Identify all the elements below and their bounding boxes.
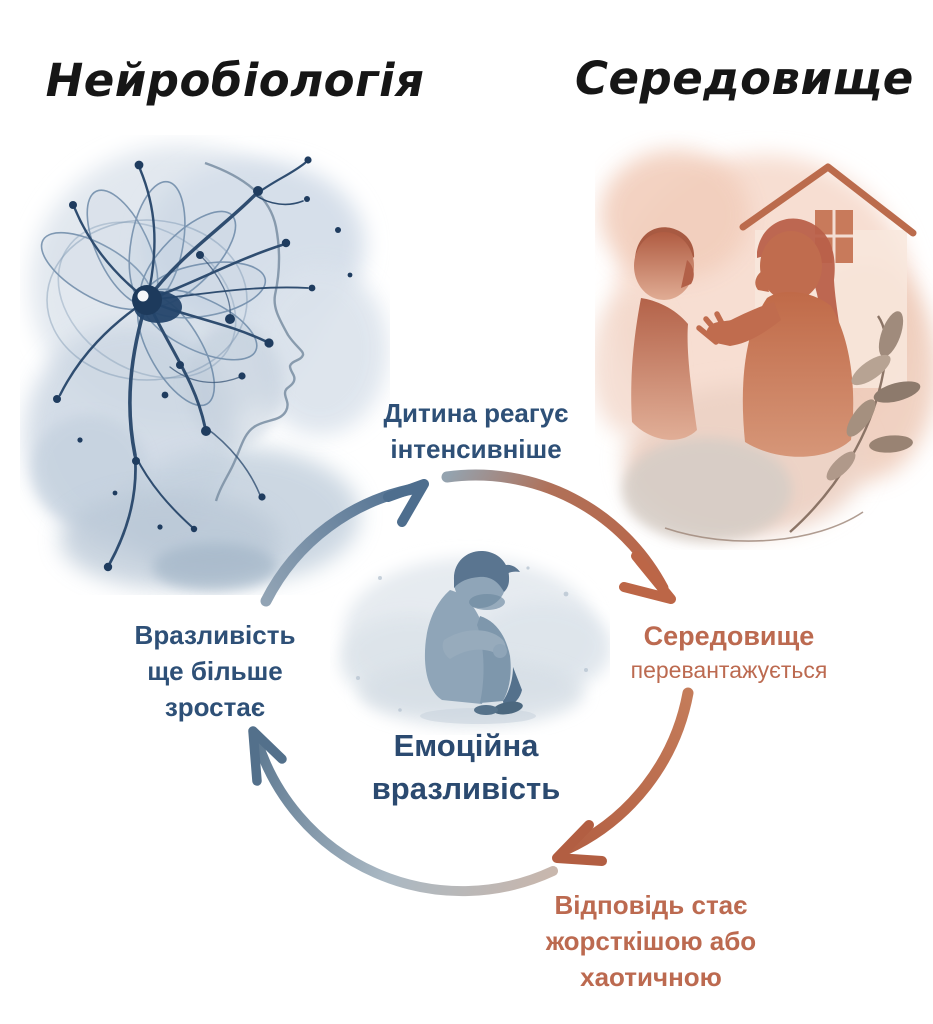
label-line: жорсткішою або bbox=[545, 925, 757, 956]
label-line: інтенсивніше bbox=[390, 433, 562, 464]
label-line: ще більше bbox=[147, 655, 283, 686]
title-neurobiology: Нейробіологія bbox=[45, 54, 425, 107]
neural-nucleus bbox=[132, 285, 182, 323]
label-environment-overloaded: Середовище перевантажується bbox=[608, 618, 850, 687]
label-response-harsher: Відповідь стає жорсткішою або хаотичною bbox=[518, 888, 784, 996]
speckles bbox=[356, 566, 588, 712]
child-figure bbox=[420, 550, 536, 724]
cycle-arrow-bottom-right bbox=[552, 687, 694, 866]
label-emotional-vulnerability: Емоційна вразливість bbox=[342, 724, 590, 811]
child-illustration bbox=[340, 550, 610, 726]
cycle-arrow-top-left bbox=[260, 479, 429, 607]
label-line: Дитина реагує bbox=[383, 398, 569, 428]
neural-nodes bbox=[53, 156, 353, 572]
label-line: вразливість bbox=[371, 771, 561, 807]
cycle-arrow-top-right bbox=[441, 469, 676, 604]
leaf-branch bbox=[664, 311, 921, 542]
label-line: зростає bbox=[164, 691, 266, 722]
person-left-silhouette bbox=[631, 227, 697, 440]
label-child-reacts: Дитина реагує інтенсивніше bbox=[345, 396, 607, 468]
label-line: перевантажується bbox=[630, 657, 828, 684]
label-line: хаотичною bbox=[580, 961, 722, 992]
cycle-arrow-bottom-left bbox=[248, 726, 558, 897]
label-line: Середовище bbox=[643, 621, 815, 651]
person-right-silhouette bbox=[696, 218, 854, 457]
label-vulnerability-grows: Вразливість ще більше зростає bbox=[112, 618, 318, 726]
label-line: Вразливість bbox=[134, 620, 296, 650]
family-illustration bbox=[595, 150, 933, 542]
title-environment: Середовище bbox=[575, 52, 914, 105]
label-line: Емоційна bbox=[393, 728, 539, 763]
label-line: Відповідь стає bbox=[554, 890, 748, 920]
gesturing-hand bbox=[696, 302, 781, 346]
face-profile-line bbox=[204, 161, 305, 502]
